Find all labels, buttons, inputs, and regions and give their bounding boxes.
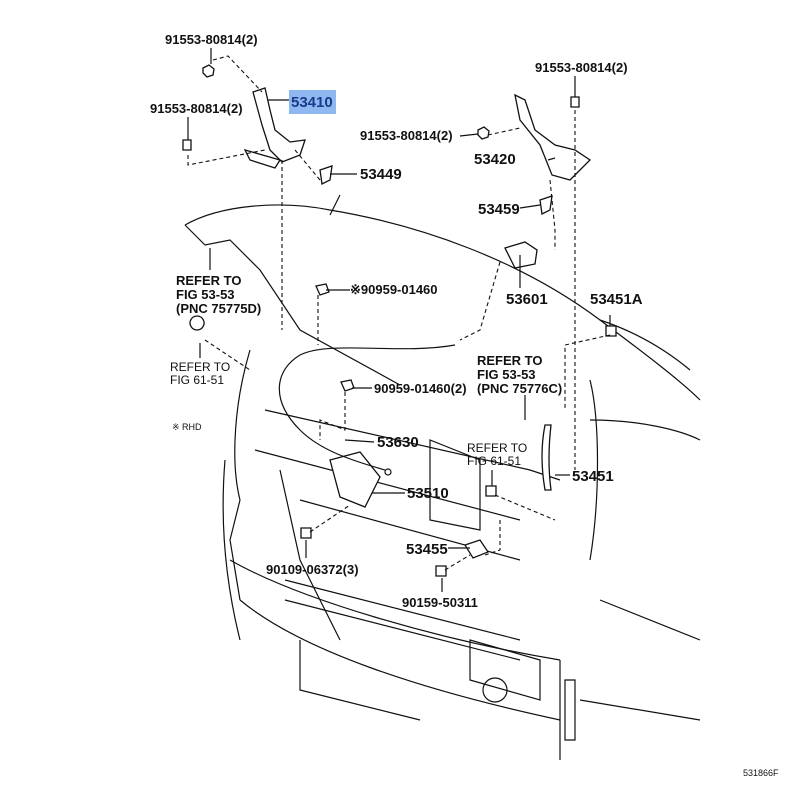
refer-left-top-line2: FIG 53-53: [176, 287, 235, 302]
label-part-53451A[interactable]: 53451A: [590, 291, 643, 308]
hinge-53410: [243, 87, 306, 169]
label-part-53510[interactable]: 53510: [407, 485, 449, 502]
refer-right-mid-line1: REFER TO: [477, 353, 543, 368]
small-parts: [315, 165, 553, 559]
front-body-outline: [222, 349, 701, 760]
label-part-53451[interactable]: 53451: [572, 468, 614, 485]
bolt-icons: [182, 64, 617, 577]
label-clip-90959-2[interactable]: 90959-01460(2): [374, 381, 467, 396]
refer-center-line1: REFER TO: [467, 441, 527, 455]
label-part-53449[interactable]: 53449: [360, 166, 402, 183]
label-bolt-91553-right[interactable]: 91553-80814(2): [360, 128, 453, 143]
refer-right-mid-line2: FIG 53-53: [477, 367, 536, 382]
label-clip-90959-rhd[interactable]: ※90959-01460: [350, 282, 438, 297]
refer-right-mid-line3: (PNC 75776C): [477, 381, 562, 396]
cable-53630: [278, 344, 456, 471]
label-part-53601[interactable]: 53601: [506, 291, 548, 308]
figure-code: 531866F: [743, 768, 779, 778]
refer-left-mid-line1: REFER TO: [170, 360, 230, 374]
refer-left-top-line1: REFER TO: [176, 273, 242, 288]
rhd-note: ※ RHD: [172, 422, 202, 432]
refer-left-mid-line2: FIG 61-51: [170, 373, 224, 387]
refer-center-line2: FIG 61-51: [467, 454, 521, 468]
label-part-53459[interactable]: 53459: [478, 201, 520, 218]
label-part-53630[interactable]: 53630: [377, 434, 419, 451]
label-leaders: [187, 48, 611, 592]
dashed-leaders: [187, 55, 611, 571]
refer-left-top-line3: (PNC 75775D): [176, 301, 261, 316]
label-bolt-91553-left[interactable]: 91553-80814(2): [150, 101, 243, 116]
label-bolt-91553-top-right[interactable]: 91553-80814(2): [535, 60, 628, 75]
label-part-53410[interactable]: 53410: [291, 94, 333, 111]
label-bolt-90109[interactable]: 90109-06372(3): [266, 562, 359, 577]
hinge-53420: [514, 93, 592, 181]
label-part-53455[interactable]: 53455: [406, 541, 448, 558]
highlight-53410: [289, 90, 336, 114]
label-bolt-90159[interactable]: 90159-50311: [402, 595, 478, 610]
label-bolt-91553-top-left[interactable]: 91553-80814(2): [165, 32, 258, 47]
label-part-53420[interactable]: 53420: [474, 151, 516, 168]
